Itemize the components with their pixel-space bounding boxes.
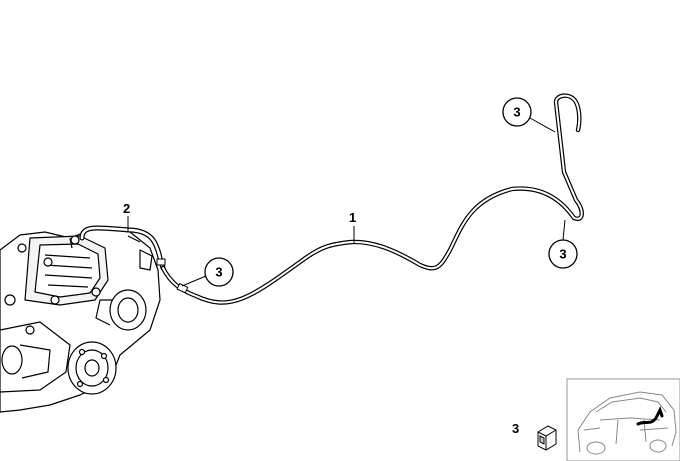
- car-location-inset: [566, 378, 680, 461]
- vent-hose-icon: [79, 225, 166, 271]
- svg-text:3: 3: [513, 105, 520, 120]
- label-1: 1: [349, 210, 356, 225]
- callout-3b: 3: [502, 97, 532, 127]
- svg-text:3: 3: [215, 265, 222, 280]
- callout-3a-leader: [181, 275, 207, 287]
- car-outline-icon: [577, 391, 677, 455]
- callout-3c-leader: [562, 219, 566, 241]
- clip-icon: [537, 425, 557, 451]
- svg-text:3: 3: [559, 247, 566, 262]
- callout-3c: 3: [548, 239, 578, 269]
- differential-housing-icon: [0, 227, 161, 413]
- label-2: 2: [123, 201, 130, 216]
- inset-part-label: 3: [512, 421, 519, 436]
- callout-3a: 3: [204, 257, 234, 287]
- inset-pipe-highlight: [636, 406, 664, 426]
- callout-3b-leader: [529, 117, 556, 133]
